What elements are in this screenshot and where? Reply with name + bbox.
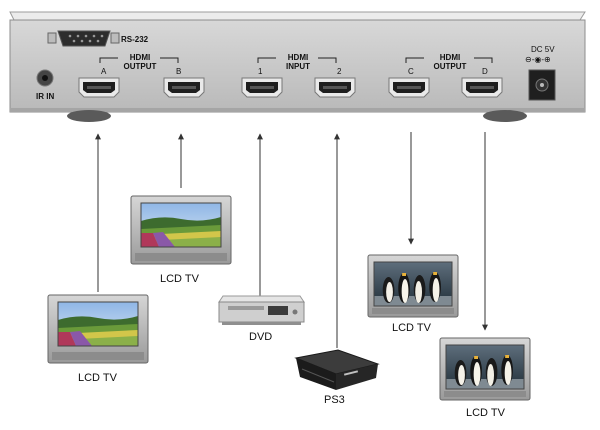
hdmi-output-d-port [461, 77, 503, 98]
hdmi-output-a-port [78, 77, 120, 98]
bracket-output-right [405, 57, 493, 63]
ps3-label: PS3 [324, 394, 345, 406]
rs232-label: RS-232 [121, 35, 149, 44]
dvd-label: DVD [249, 331, 273, 343]
tv-d [439, 337, 531, 401]
ps3-console [294, 349, 380, 390]
tv-b-label: LCD TV [160, 273, 199, 285]
tv-a [47, 294, 149, 364]
panel-foot-left [67, 110, 111, 122]
hdmi-input-2-port [314, 77, 356, 98]
tv-c [367, 254, 459, 318]
port-d-label: D [482, 67, 488, 76]
dvd-player [218, 295, 305, 325]
port-2-label: 2 [337, 67, 342, 76]
dc-power-jack [528, 69, 556, 101]
bracket-output-left [99, 57, 179, 63]
hdmi-output-group-right-label: HDMI OUTPUT [433, 53, 467, 71]
signal-arrows [95, 132, 488, 348]
hdmi-output-group-left-label: HDMI OUTPUT [123, 53, 157, 71]
port-b-label: B [176, 67, 182, 76]
port-a-label: A [101, 67, 107, 76]
tv-b [130, 195, 232, 265]
hdmi-output-b-port [163, 77, 205, 98]
hdmi-input-1-port [241, 77, 283, 98]
panel-foot-right [483, 110, 527, 122]
port-1-label: 1 [258, 67, 263, 76]
ir-in-jack [36, 69, 54, 87]
ir-in-label: IR IN [36, 92, 55, 101]
port-c-label: C [408, 67, 414, 76]
tv-c-label: LCD TV [392, 322, 431, 334]
hdmi-output-c-port [388, 77, 430, 98]
dc-5v-label: DC 5V [531, 45, 555, 54]
rs232-port [47, 30, 120, 47]
hdmi-input-group-label: HDMI INPUT [286, 53, 310, 71]
tv-a-label: LCD TV [78, 372, 117, 384]
dc-polarity-symbol: ⊖-◉-⊕ [525, 55, 551, 64]
switcher-rear-panel [9, 11, 586, 122]
bracket-input [257, 57, 337, 63]
tv-d-label: LCD TV [466, 407, 505, 419]
